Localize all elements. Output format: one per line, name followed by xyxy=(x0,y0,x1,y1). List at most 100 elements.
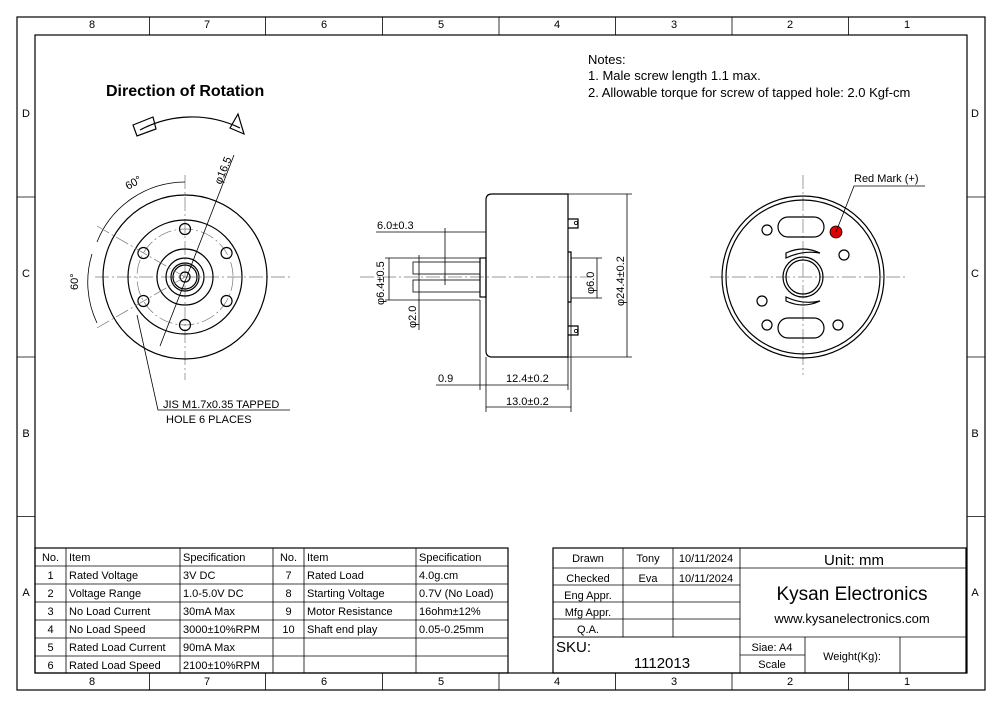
zone-column-label: 2 xyxy=(787,19,793,31)
spec-cell: 2 xyxy=(47,588,53,600)
zone-column-label: 1 xyxy=(904,19,910,31)
zone-row-label: C xyxy=(22,268,30,280)
title-block-text: Unit: mm Kysan Electronics www.kysanelec… xyxy=(556,552,930,672)
zone-row-label: B xyxy=(22,428,29,440)
scale-label: Scale xyxy=(758,659,786,671)
zone-row-label: C xyxy=(971,268,979,280)
total-length-dim: 13.0±0.2 xyxy=(506,396,549,408)
angle-60-left: 60° xyxy=(69,273,81,290)
spec-cell: Rated Load xyxy=(307,570,364,582)
spec-header: Specification xyxy=(183,552,245,564)
spec-cell: 1.0-5.0V DC xyxy=(183,588,244,600)
approval-cell: Eng Appr. xyxy=(564,590,612,602)
size-label: Siae: A4 xyxy=(752,642,793,654)
zone-column-label: 4 xyxy=(554,19,560,31)
rotation-arrowhead-icon xyxy=(229,112,245,136)
spec-cell: 9 xyxy=(285,606,291,618)
tapped-hole xyxy=(178,222,192,236)
approval-cell: 10/11/2024 xyxy=(679,573,733,585)
spec-cell: 5 xyxy=(47,642,53,654)
spec-cell: 7 xyxy=(285,570,291,582)
approval-cell: Q.A. xyxy=(577,624,599,636)
approval-cell: Tony xyxy=(636,553,660,565)
angle-60-top: 60° xyxy=(124,174,144,193)
zone-column-label: 6 xyxy=(321,19,327,31)
spec-cell: 0.05-0.25mm xyxy=(419,624,484,636)
spec-cell: 2100±10%RPM xyxy=(183,660,260,672)
front-view: Direction of Rotation 60° 60° φ16.5 JIS … xyxy=(69,83,290,426)
zone-column-label: 2 xyxy=(787,676,793,688)
sku-label: SKU: xyxy=(556,639,591,656)
rotation-arrow xyxy=(139,116,241,131)
zone-column-label: 5 xyxy=(438,676,444,688)
zone-column-label: 1 xyxy=(904,676,910,688)
spec-cell: Rated Voltage xyxy=(69,570,138,582)
spec-cell: 8 xyxy=(285,588,291,600)
spec-cell: 6 xyxy=(47,660,53,672)
tapped-holes xyxy=(137,222,233,332)
zone-column-label: 8 xyxy=(89,19,95,31)
notes-title: Notes: xyxy=(588,52,626,67)
notes: Notes: 1. Male screw length 1.1 max. 2. … xyxy=(588,52,910,100)
outer-border xyxy=(16,16,986,691)
zone-column-label: 4 xyxy=(554,676,560,688)
spec-cell: 10 xyxy=(282,624,294,636)
rotation-title: Direction of Rotation xyxy=(106,83,264,100)
rear-boss-dim: φ6.0 xyxy=(585,272,597,294)
spec-cell: 3 xyxy=(47,606,53,618)
approval-cell: Eva xyxy=(639,573,659,585)
zone-row-label: B xyxy=(971,428,978,440)
zone-column-label: 3 xyxy=(671,676,677,688)
body-length-dim: 12.4±0.2 xyxy=(506,373,549,385)
spec-cell: 4.0g.cm xyxy=(419,570,458,582)
spec-cell: 0.7V (No Load) xyxy=(419,588,494,600)
callout-line2: HOLE 6 PLACES xyxy=(166,414,252,426)
note-2: 2. Allowable torque for screw of tapped … xyxy=(588,85,910,100)
zone-row-label: A xyxy=(22,587,30,599)
callout-line1: JIS M1.7x0.35 TAPPED xyxy=(163,399,279,411)
spec-cell: 30mA Max xyxy=(183,606,235,618)
zone-column-label: 5 xyxy=(438,19,444,31)
boss-length-dim: 0.9 xyxy=(438,373,453,385)
spec-cell: Shaft end play xyxy=(307,624,378,636)
spec-cell: No Load Current xyxy=(69,606,150,618)
red-mark-label: Red Mark (+) xyxy=(854,173,919,185)
spec-cell: 4 xyxy=(47,624,53,636)
zone-row-label: D xyxy=(22,108,30,120)
spec-header: Specification xyxy=(419,552,481,564)
body-dia-dim: φ24.4±0.2 xyxy=(615,256,627,306)
approval-cell: 10/11/2024 xyxy=(679,553,733,565)
spec-cell: 3V DC xyxy=(183,570,215,582)
spec-cell: Starting Voltage xyxy=(307,588,385,600)
spec-cell: No Load Speed xyxy=(69,624,145,636)
zone-column-label: 7 xyxy=(204,19,210,31)
sku-value: 1112013 xyxy=(634,655,690,672)
approval-cell: Drawn xyxy=(572,553,604,565)
spec-cell: 3000±10%RPM xyxy=(183,624,260,636)
zone-row-label: A xyxy=(971,587,979,599)
approval-cell: Checked xyxy=(566,573,609,585)
rotation-tail xyxy=(132,116,157,137)
tapped-hole xyxy=(137,294,150,308)
spec-header: No. xyxy=(280,552,297,564)
zone-row-label: D xyxy=(971,108,979,120)
spec-cell: 16ohm±12% xyxy=(419,606,481,618)
spec-cell: Voltage Range xyxy=(69,588,141,600)
tapped-hole xyxy=(178,318,192,332)
rear-view: Red Mark (+) xyxy=(710,173,925,375)
unit-label: Unit: mm xyxy=(824,552,884,569)
spec-header: No. xyxy=(42,552,59,564)
spec-cell: 1 xyxy=(47,570,53,582)
tapped-hole xyxy=(137,246,150,260)
company-website: www.kysanelectronics.com xyxy=(773,611,929,626)
shaft-dia-dim: φ2.0 xyxy=(407,306,419,328)
spec-cell: Motor Resistance xyxy=(307,606,393,618)
zone-column-label: 8 xyxy=(89,676,95,688)
tapped-hole xyxy=(220,294,233,308)
spec-cell: Rated Load Speed xyxy=(69,660,161,672)
weight-label: Weight(Kg): xyxy=(823,651,881,663)
